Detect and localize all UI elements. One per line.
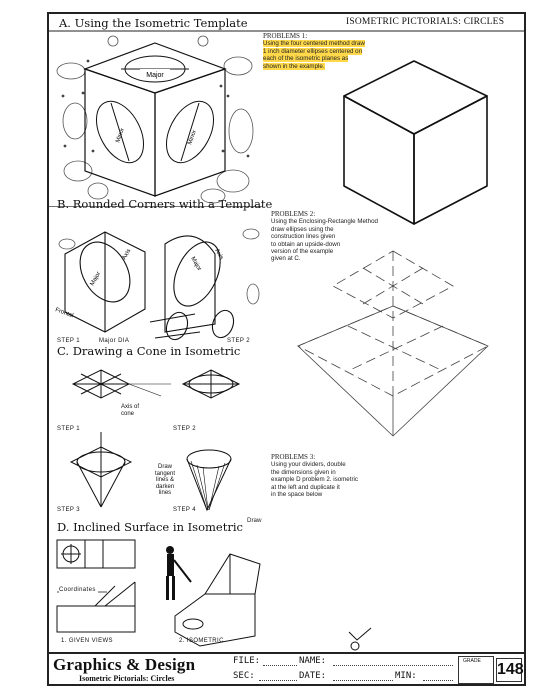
major-label: Major <box>146 72 164 79</box>
worksheet-title: ISOMETRIC PICTORIALS: CIRCLES <box>346 17 505 27</box>
name-label: NAME: <box>299 656 327 666</box>
problem-3-line: in the space below <box>271 491 323 499</box>
minor-label: Minor <box>187 130 198 146</box>
axis-of-cone-line: Axis of <box>121 404 140 410</box>
file-label: FILE: <box>233 656 261 666</box>
draw-label: Draw <box>247 517 262 524</box>
draw-tangent-line: lines & <box>155 477 174 484</box>
min-label: MIN: <box>395 671 417 681</box>
axis-of-cone-line: cone <box>121 410 135 417</box>
isometric-template-illustration: Major Minor Minor <box>56 35 254 204</box>
problem-1-line: 1 inch diameter ellipses centered on <box>263 47 363 55</box>
worksheet-page: A. Using the Isometric Template ISOMETRI… <box>47 12 526 686</box>
sec-field[interactable] <box>259 671 297 681</box>
step-label: STEP 2 <box>173 426 196 432</box>
axis-label: Axis <box>122 248 133 261</box>
problem-2-line: draw ellipses using the <box>271 225 334 233</box>
section-d-title: D. Inclined Surface in Isometric <box>57 520 243 534</box>
min-field[interactable] <box>423 671 453 681</box>
problem-1-line: Using the four centered method draw <box>263 40 365 48</box>
major-dia-label: Major DIA <box>99 338 130 344</box>
problem-2-line: construction lines given <box>271 233 336 241</box>
problem-2-line: to obtain an upside-down <box>271 240 341 248</box>
draw-tangent-label: Draw tangent lines & darken lines <box>147 464 183 497</box>
problem-3-line: at the left and duplicate it <box>271 483 340 491</box>
file-field[interactable] <box>263 656 297 666</box>
step-label: STEP 3 <box>57 507 80 513</box>
cone-drawing-steps <box>69 369 241 512</box>
inclined-surface-illustration <box>56 539 261 647</box>
problem-3-line: example D problem 2. isometric <box>271 476 358 484</box>
axis-of-cone-label: Axis of cone <box>121 404 139 417</box>
problem-2-text: PROBLEMS 2: Using the Enclosing-Rectangl… <box>271 210 383 263</box>
step-label: STEP 4 <box>173 507 196 513</box>
problem-2-line: given at C. <box>271 255 301 263</box>
draw-tangent-line: Draw <box>157 464 172 470</box>
frontal-label: Frontal <box>54 307 74 319</box>
date-label: DATE: <box>299 671 327 681</box>
name-field[interactable] <box>333 656 453 666</box>
step-label: STEP 1 <box>57 338 80 344</box>
coordinates-label: Coordinates <box>59 587 98 593</box>
section-divider <box>49 206 263 207</box>
step-label: STEP 1 <box>57 426 80 432</box>
section-c-title: C. Drawing a Cone in Isometric <box>57 344 241 358</box>
grade-box[interactable]: GRADE <box>458 656 494 684</box>
problem-2-heading: PROBLEMS 2: <box>271 210 316 218</box>
section-b-title: B. Rounded Corners with a Template <box>57 197 273 211</box>
draw-tangent-line: tangent <box>154 470 176 477</box>
given-views-label: 1. GIVEN VIEWS <box>61 638 113 644</box>
axis-label: Axis <box>213 248 224 261</box>
step-label: STEP 2 <box>227 338 250 344</box>
problem-1-line: each of the isometric planes as <box>263 55 349 63</box>
brand-title: Graphics & Design <box>53 655 196 674</box>
problem-1-line: shown in the example. <box>263 62 325 70</box>
brand-subtitle: Isometric Pictorials: Circles <box>79 674 175 683</box>
problem-3-text: PROBLEMS 3: Using your dividers, double … <box>271 453 391 499</box>
footer: Graphics & Design Isometric Pictorials: … <box>49 652 524 686</box>
page-number: 148 <box>496 658 524 682</box>
draw-tangent-line: lines <box>158 490 172 497</box>
minor-label: Minor <box>115 128 126 144</box>
problem-1-heading: PROBLEMS 1: <box>263 32 308 40</box>
header-rule <box>49 30 524 32</box>
major-label: Major <box>90 271 103 287</box>
problem-3-heading: PROBLEMS 3: <box>271 453 316 461</box>
draw-tangent-line: darken <box>155 483 175 490</box>
grade-label: GRADE <box>463 658 481 664</box>
isometric-label: 2. ISOMETRIC <box>179 638 224 644</box>
rounded-corners-illustration: Axis Major Major Axis Frontal <box>54 228 260 341</box>
problem-2-construction <box>297 250 489 437</box>
handwritten-mark <box>348 627 372 651</box>
problem-1-text: PROBLEMS 1: Using the four centered meth… <box>263 32 391 70</box>
sec-label: SEC: <box>233 671 255 681</box>
problem-3-line: Using your dividers, double <box>271 461 346 469</box>
problem-1-cube <box>343 60 488 225</box>
problem-3-line: the dimensions given in <box>271 468 336 476</box>
problem-2-line: version of the example <box>271 248 334 256</box>
problem-2-line: Using the Enclosing-Rectangle Method <box>271 218 378 226</box>
date-field[interactable] <box>333 671 393 681</box>
major-label: Major <box>189 256 202 272</box>
section-a-title: A. Using the Isometric Template <box>59 16 248 30</box>
